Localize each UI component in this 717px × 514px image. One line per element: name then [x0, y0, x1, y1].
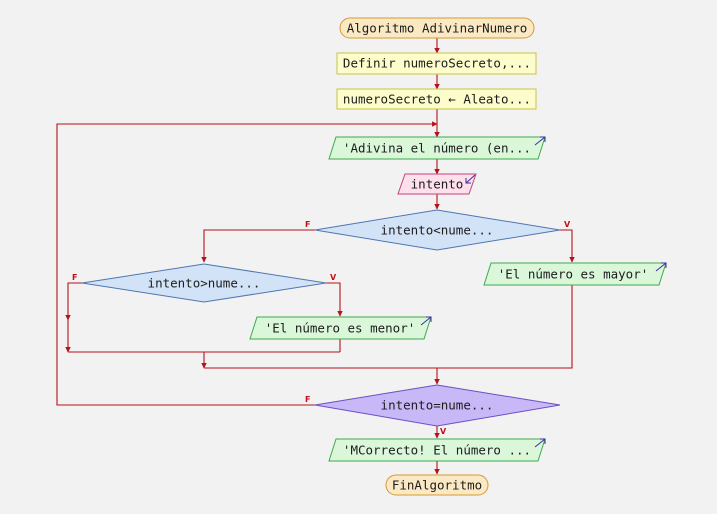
correct-output-shape	[328, 438, 546, 462]
connectors	[56, 38, 575, 475]
input-arrow-icon	[465, 174, 476, 184]
decision-greater-true-mark: V	[330, 273, 337, 282]
assign-label: numeroSecreto ← Aleato...	[343, 92, 531, 107]
output-arrow-icon	[655, 262, 667, 272]
menor-output-shape	[249, 316, 432, 340]
decision-less-false-mark: F	[305, 220, 310, 229]
decision-greater-label: intento>nume...	[148, 276, 261, 291]
input-label: intento	[411, 177, 464, 192]
output-arrow-icon	[534, 136, 546, 146]
branch-mayor-down	[437, 284, 573, 369]
end-node[interactable]: FinAlgoritmo	[385, 474, 489, 496]
input-shape	[397, 173, 477, 195]
branch-less-false	[201, 229, 315, 263]
branch-less-true	[560, 229, 575, 263]
loop-back-line	[56, 121, 438, 406]
output-arrow-icon	[534, 438, 546, 448]
decision-greater-node[interactable]: intento>nume... F V	[72, 263, 337, 303]
decision-less-node[interactable]: intento<nume... F V	[305, 209, 571, 251]
start-node[interactable]: Algoritmo AdivinarNumero	[339, 17, 535, 39]
end-shape	[385, 474, 489, 496]
mayor-output-label: 'El número es mayor'	[498, 267, 649, 282]
decision-loop-node[interactable]: intento=nume... F V	[305, 384, 561, 436]
decision-loop-true-mark: V	[440, 427, 447, 436]
define-shape	[336, 52, 537, 75]
mayor-output-node[interactable]: 'El número es mayor'	[483, 262, 667, 286]
prompt-output-node[interactable]: 'Adivina el número (en...	[328, 136, 546, 160]
decision-loop-label: intento=nume...	[381, 398, 494, 413]
correct-output-node[interactable]: 'MCorrecto! El número ...	[328, 438, 546, 462]
define-label: Definir numeroSecreto,...	[343, 56, 531, 71]
correct-output-label: 'MCorrecto! El número ...	[343, 443, 531, 458]
branch-greater-false	[65, 282, 82, 321]
prompt-output-label: 'Adivina el número (en...	[343, 141, 531, 156]
decision-loop-false-mark: F	[305, 395, 310, 404]
decision-less-true-mark: V	[564, 220, 571, 229]
decision-less-label: intento<nume...	[381, 223, 494, 238]
end-label: FinAlgoritmo	[392, 478, 482, 493]
start-label: Algoritmo AdivinarNumero	[347, 21, 528, 36]
branch-greater-true	[326, 282, 343, 317]
input-node[interactable]: intento	[397, 173, 477, 195]
output-arrow-icon	[420, 316, 432, 326]
decision-less-shape	[314, 209, 561, 251]
decision-greater-false-mark: F	[72, 273, 77, 282]
define-node[interactable]: Definir numeroSecreto,...	[336, 52, 537, 75]
prompt-output-shape	[328, 136, 546, 160]
assign-node[interactable]: numeroSecreto ← Aleato...	[336, 88, 537, 110]
start-shape	[339, 17, 535, 39]
assign-shape	[336, 88, 537, 110]
menor-output-node[interactable]: 'El número es menor'	[249, 316, 432, 340]
menor-output-label: 'El número es menor'	[265, 321, 416, 336]
decision-loop-shape	[314, 384, 561, 427]
mayor-output-shape	[483, 262, 667, 286]
decision-greater-shape	[81, 263, 327, 303]
